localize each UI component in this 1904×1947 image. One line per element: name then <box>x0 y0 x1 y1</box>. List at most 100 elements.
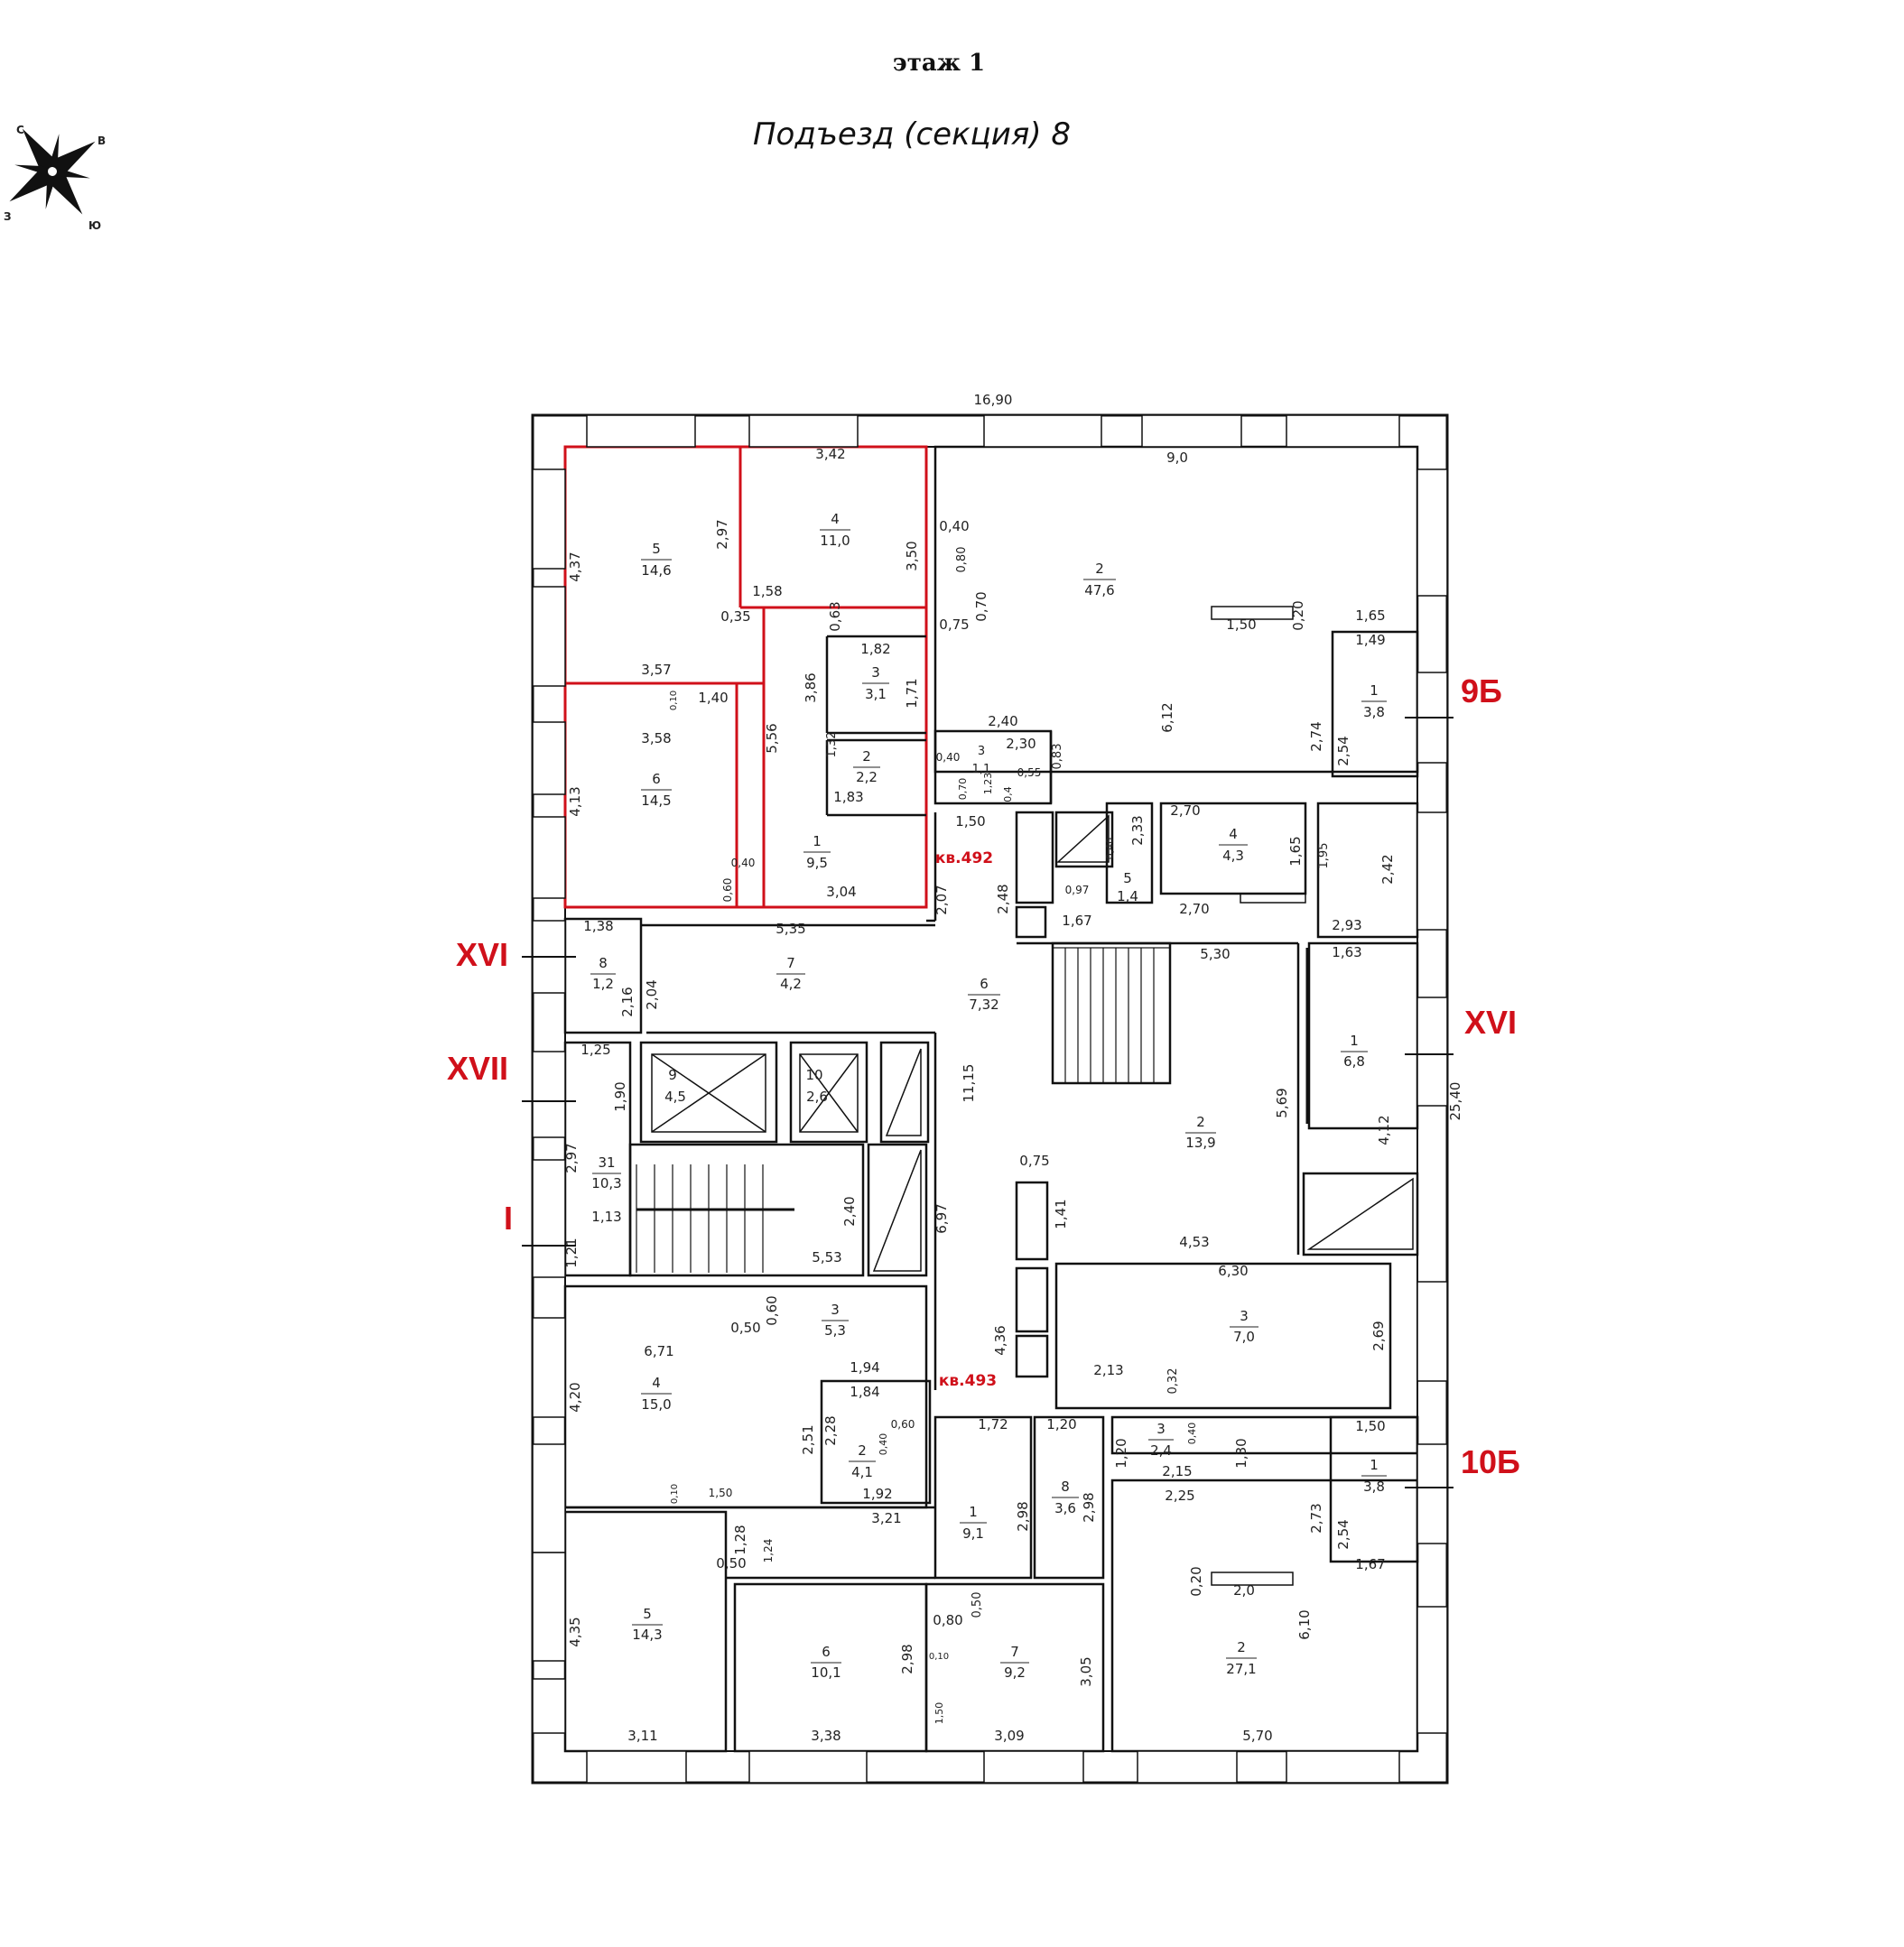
svg-text:0,40: 0,40 <box>1186 1423 1198 1445</box>
axis-xvi-left: XVI <box>456 936 508 973</box>
apartment-label-492: кв.492 <box>935 849 993 867</box>
svg-text:1,50: 1,50 <box>1226 617 1256 633</box>
room-2c: 213,9 <box>1185 1114 1216 1151</box>
svg-text:4,2: 4,2 <box>780 976 802 992</box>
svg-text:6,12: 6,12 <box>1159 702 1175 732</box>
svg-text:2,54: 2,54 <box>1335 736 1351 765</box>
svg-text:4,37: 4,37 <box>567 552 583 581</box>
svg-text:3,58: 3,58 <box>641 730 671 746</box>
svg-text:1,84: 1,84 <box>850 1384 879 1400</box>
axis-10b: 10Б <box>1461 1443 1520 1480</box>
svg-text:1,67: 1,67 <box>1355 1556 1385 1572</box>
svg-text:3,21: 3,21 <box>871 1510 901 1526</box>
svg-text:1,82: 1,82 <box>860 641 890 657</box>
svg-text:1,32: 1,32 <box>825 732 839 758</box>
svg-text:3,38: 3,38 <box>811 1728 841 1744</box>
axis-9b: 9Б <box>1461 672 1502 709</box>
dimensions: 16,90 25,40 3,42 9,0 4,37 2,97 3,50 1,58… <box>563 392 1463 1744</box>
svg-text:4,1: 4,1 <box>851 1464 873 1480</box>
svg-text:2,25: 2,25 <box>1165 1488 1194 1504</box>
svg-text:0,10: 0,10 <box>669 691 679 710</box>
svg-text:1,50: 1,50 <box>955 813 985 830</box>
svg-text:11,0: 11,0 <box>820 533 850 549</box>
svg-text:0,40: 0,40 <box>939 518 969 534</box>
svg-text:8: 8 <box>599 955 608 971</box>
svg-text:3,05: 3,05 <box>1078 1656 1094 1686</box>
svg-text:1,90: 1,90 <box>612 1081 628 1111</box>
svg-text:9,2: 9,2 <box>1004 1664 1026 1681</box>
svg-text:3,8: 3,8 <box>1363 1479 1385 1495</box>
svg-text:1,65: 1,65 <box>1287 836 1304 866</box>
svg-text:4,3: 4,3 <box>1222 848 1244 864</box>
svg-text:4,53: 4,53 <box>1179 1234 1209 1250</box>
svg-text:2,13: 2,13 <box>1093 1362 1123 1378</box>
svg-text:3: 3 <box>978 745 985 758</box>
room-6b: 67,32 <box>968 976 1000 1013</box>
svg-text:1,50: 1,50 <box>709 1487 733 1499</box>
room-7a: 74,2 <box>776 955 805 992</box>
svg-text:1,71: 1,71 <box>904 678 920 708</box>
svg-text:4,13: 4,13 <box>567 786 583 816</box>
svg-text:1,40: 1,40 <box>698 690 728 706</box>
room-1b: 13,8 <box>1361 682 1387 720</box>
svg-text:6,97: 6,97 <box>933 1203 950 1233</box>
svg-text:8: 8 <box>1061 1479 1070 1495</box>
svg-text:2,97: 2,97 <box>714 519 730 549</box>
svg-text:2,98: 2,98 <box>899 1644 915 1673</box>
svg-text:1,38: 1,38 <box>583 918 613 934</box>
svg-text:6,30: 6,30 <box>1218 1263 1248 1279</box>
svg-text:0,40: 0,40 <box>936 751 961 764</box>
svg-text:0,50: 0,50 <box>971 1592 984 1618</box>
svg-text:0,60: 0,60 <box>721 878 734 903</box>
room-6a: 614,5 <box>641 771 672 809</box>
svg-text:2,70: 2,70 <box>1179 901 1209 917</box>
svg-text:0,50: 0,50 <box>730 1320 760 1336</box>
svg-text:25,40: 25,40 <box>1447 1082 1463 1121</box>
svg-text:3: 3 <box>1240 1308 1249 1324</box>
svg-text:2,98: 2,98 <box>1015 1501 1031 1531</box>
svg-text:2,30: 2,30 <box>1006 736 1036 752</box>
svg-text:0,40: 0,40 <box>878 1433 889 1456</box>
svg-text:2,0: 2,0 <box>1233 1582 1255 1599</box>
svg-text:3,8: 3,8 <box>1363 704 1385 720</box>
room-3d: 37,0 <box>1230 1308 1258 1345</box>
svg-text:5,53: 5,53 <box>812 1249 841 1266</box>
room-1e: 19,1 <box>960 1504 987 1542</box>
svg-text:1,65: 1,65 <box>1355 607 1385 624</box>
svg-text:4,12: 4,12 <box>1376 1115 1392 1145</box>
svg-text:14,6: 14,6 <box>641 562 671 579</box>
svg-text:9: 9 <box>668 1067 677 1083</box>
svg-text:2,15: 2,15 <box>1162 1463 1192 1479</box>
section-title: Подъезд (секция) 8 <box>753 116 1071 153</box>
svg-text:1,25: 1,25 <box>580 1042 610 1058</box>
svg-text:27,1: 27,1 <box>1226 1661 1256 1677</box>
compass-n: С <box>16 124 24 136</box>
svg-text:1,58: 1,58 <box>752 583 782 599</box>
svg-text:6,71: 6,71 <box>644 1343 673 1359</box>
room-5a: 514,6 <box>641 541 672 579</box>
axis-i-left: I <box>504 1200 513 1237</box>
svg-text:9,5: 9,5 <box>806 855 828 871</box>
svg-text:2,51: 2,51 <box>800 1424 816 1454</box>
svg-text:0,60: 0,60 <box>764 1295 780 1325</box>
svg-text:2,42: 2,42 <box>1379 854 1396 884</box>
svg-text:10,3: 10,3 <box>591 1175 621 1191</box>
svg-text:5: 5 <box>1123 870 1132 886</box>
svg-text:3,57: 3,57 <box>641 662 671 678</box>
room-9-lift: 94,5 <box>664 1067 686 1105</box>
svg-text:0,40: 0,40 <box>731 857 756 869</box>
svg-text:3,09: 3,09 <box>994 1728 1024 1744</box>
svg-text:1,41: 1,41 <box>1053 1199 1069 1228</box>
svg-text:0,83: 0,83 <box>1051 744 1064 770</box>
svg-text:47,6: 47,6 <box>1084 582 1114 598</box>
svg-text:6: 6 <box>822 1644 831 1660</box>
svg-text:1,2: 1,2 <box>592 976 614 992</box>
svg-text:5,35: 5,35 <box>776 921 805 937</box>
svg-text:7: 7 <box>1010 1644 1019 1660</box>
room-2b: 247,6 <box>1083 561 1116 598</box>
room-6c: 610,1 <box>811 1644 841 1681</box>
svg-text:2,40: 2,40 <box>841 1196 858 1226</box>
svg-text:9,0: 9,0 <box>1166 450 1188 466</box>
svg-text:1,1: 1,1 <box>972 763 991 776</box>
